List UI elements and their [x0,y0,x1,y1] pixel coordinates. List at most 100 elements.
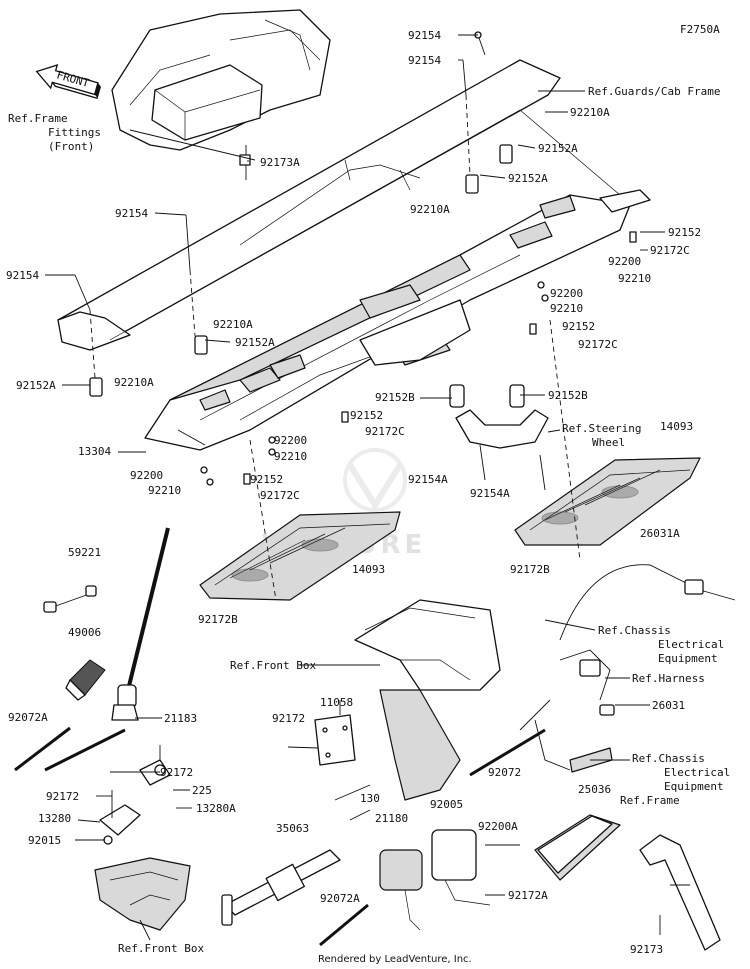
label-92152B-1: 92152B [375,391,415,404]
label-92005: 92005 [430,798,463,811]
pad-49006-drawing [65,659,106,701]
svg-text:Electrical: Electrical [658,638,724,651]
label-92152-1: 92152 [668,226,701,239]
label-92172B-right: 92172B [510,563,550,576]
svg-text:Wheel: Wheel [592,436,625,449]
label-92172-3: 92172 [46,790,79,803]
ref-guards-cab-frame-label: Ref.Guards/Cab Frame [588,85,720,98]
label-26031: 26031 [652,699,685,712]
label-92072A-2: 92072A [320,892,360,905]
label-92172C-3: 92172C [365,425,405,438]
bracket-13280-drawing [99,745,171,845]
ref-frame-label: Ref.Frame [620,794,680,807]
label-13280: 13280 [38,812,71,825]
label-35063: 35063 [276,822,309,835]
label-92210-3: 92210 [274,450,307,463]
label-92154A-1: 92154A [408,473,448,486]
watermark-logo [343,448,407,512]
cable-tie-92072-drawing [469,728,546,777]
label-92172A: 92172A [508,889,548,902]
label-13280A: 13280A [196,802,236,815]
label-26031A: 26031A [640,527,680,540]
ref-front-box-label-1: Ref.Front Box [230,659,316,672]
label-92072: 92072 [488,766,521,779]
label-92172C-1: 92172C [650,244,690,257]
panel-25036-drawing [534,814,621,881]
antenna-drawing [111,527,170,721]
label-92154A-2: 92154A [470,487,510,500]
label-92200-4: 92200 [130,469,163,482]
label-92210-2: 92210 [550,302,583,315]
label-130: 130 [360,792,380,805]
svg-text:Electrical: Electrical [664,766,730,779]
svg-text:Equipment: Equipment [664,780,724,793]
label-92210-4: 92210 [148,484,181,497]
svg-text:Ref.Chassis: Ref.Chassis [632,752,705,765]
ref-frame-fittings-label: Ref.Frame Fittings (Front) [8,112,101,153]
svg-text:Fittings: Fittings [48,126,101,139]
svg-text:Ref.Chassis: Ref.Chassis [598,624,671,637]
label-92200-1: 92200 [608,255,641,268]
label-13304: 13304 [78,445,111,458]
label-92154-top1: 92154 [408,29,441,42]
label-59221: 59221 [68,546,101,559]
label-92152A-1: 92152A [538,142,578,155]
svg-text:(Front): (Front) [48,140,94,153]
label-49006: 49006 [68,626,101,639]
footer-credit: Rendered by LeadVenture, Inc. [318,954,472,965]
label-92152B-2: 92152B [548,389,588,402]
connector-59221-drawing [43,585,97,613]
label-92152A-3: 92152A [235,336,275,349]
front-box-drawing [354,599,501,801]
label-14093-right: 14093 [660,420,693,433]
ref-front-box-label-2: Ref.Front Box [118,942,204,955]
label-92172-2: 92172 [160,766,193,779]
label-92154-left2: 92154 [6,269,39,282]
label-92200A: 92200A [478,820,518,833]
label-92210A-3: 92210A [213,318,253,331]
label-92152-2: 92152 [562,320,595,333]
cable-tie-92072A-lower-drawing [319,903,369,947]
label-92172B-left: 92172B [198,613,238,626]
label-92172C-4: 92172C [260,489,300,502]
bolt-icons [74,31,637,491]
front-arrow-icon [35,63,101,100]
label-92152A-2: 92152A [508,172,548,185]
label-92200-2: 92200 [550,287,583,300]
dashboard-panel-drawing [57,59,621,351]
label-92210-1: 92210 [618,272,651,285]
ref-chassis-electrical-label-1: Ref.Chassis Electrical Equipment [598,624,724,665]
label-92152-3: 92152 [350,409,383,422]
label-92210A-1: 92210A [570,106,610,119]
lower-dash-drawing [144,189,651,451]
label-92172C-2: 92172C [578,338,618,351]
frame-bracket-drawing [639,834,721,951]
label-92173A: 92173A [260,156,300,169]
cable-tie-left-drawing [14,726,126,772]
plate-11058-drawing [314,714,356,766]
label-25036: 25036 [578,783,611,796]
steering-wheel-bracket-drawing [449,384,549,449]
part-35063-drawing [221,849,341,926]
frame-fittings-front-drawing [111,9,331,180]
figure-code: F2750A [680,23,720,36]
label-11058: 11058 [320,696,353,709]
label-92152-4: 92152 [250,473,283,486]
svg-text:Ref.Steering: Ref.Steering [562,422,641,435]
label-92152A-4: 92152A [16,379,56,392]
label-92172-1: 92172 [272,712,305,725]
label-92210A-2: 92210A [410,203,450,216]
floor-mat-left-drawing [199,511,401,601]
svg-text:Equipment: Equipment [658,652,718,665]
module-21180-drawing [379,829,491,931]
ref-chassis-electrical-label-2: Ref.Chassis Electrical Equipment [632,752,730,793]
label-92072A-1: 92072A [8,711,48,724]
svg-text:Ref.Frame: Ref.Frame [8,112,68,125]
leader-lines [45,34,690,941]
label-92015: 92015 [28,834,61,847]
label-92154-top2: 92154 [408,54,441,67]
label-92210A-4: 92210A [114,376,154,389]
label-92173: 92173 [630,943,663,956]
